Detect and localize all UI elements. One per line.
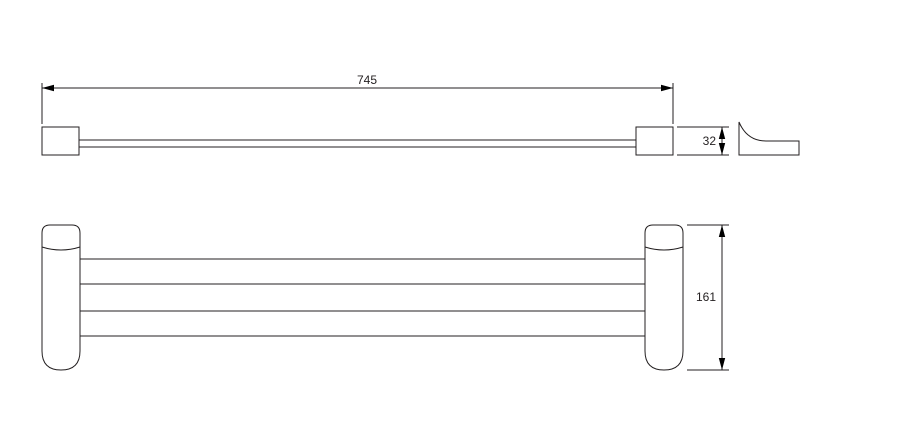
left-bracket bbox=[41, 126, 80, 156]
dimension-overall-height: 161 bbox=[687, 224, 729, 371]
dimension-label-width: 745 bbox=[357, 73, 377, 87]
side-profile-view bbox=[738, 121, 800, 156]
right-post-cap-curve bbox=[644, 246, 684, 251]
bracket-side-profile bbox=[738, 121, 800, 156]
front-view bbox=[41, 224, 684, 371]
right-bracket bbox=[635, 126, 674, 156]
top-view bbox=[41, 126, 674, 156]
drawing-linework: 745 32 bbox=[41, 73, 800, 371]
dimension-label-profile-height: 32 bbox=[703, 134, 717, 148]
left-post-cap-curve bbox=[41, 246, 81, 251]
left-post bbox=[41, 224, 81, 371]
dimension-profile-height: 32 bbox=[677, 126, 729, 156]
dimension-width: 745 bbox=[41, 73, 674, 124]
right-post bbox=[644, 224, 684, 371]
dimension-label-overall-height: 161 bbox=[696, 290, 716, 304]
